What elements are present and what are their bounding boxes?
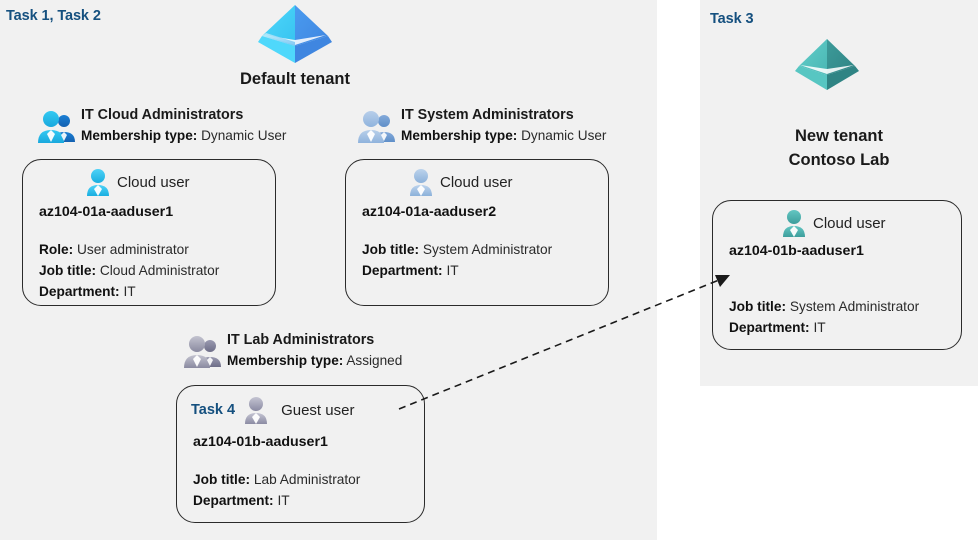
attr-value: User administrator [77,242,189,257]
group-membership-value: Dynamic User [201,127,287,143]
card-header: Cloud user [713,209,961,237]
task-label-3: Task 3 [710,11,754,27]
attr-value: IT [446,262,459,278]
task-label-1-2: Task 1, Task 2 [6,8,101,24]
user-card-az104-01b-aaduser1-cloud[interactable]: Cloud user az104-01b-aaduser1 Job title:… [712,200,962,350]
group-users-icon [358,110,396,144]
new-tenant-title-line1: New tenant [794,127,883,145]
group-users-icon [184,335,222,369]
user-name: az104-01a-aaduser2 [362,204,497,220]
default-tenant-title: Default tenant [239,70,350,88]
attr-job-title: Job title: System Administrator [362,240,608,261]
attr-key: Department: [193,492,274,508]
attr-department: Department: IT [39,282,275,303]
attr-value: Cloud Administrator [99,262,220,278]
group-name: IT Lab Administrators [227,332,375,348]
attr-key: Job title: [39,262,97,278]
attr-key: Job title: [729,299,787,314]
task-label-4: Task 4 [191,402,236,418]
guest-user-icon [243,396,269,424]
user-name: az104-01b-aaduser1 [193,434,328,450]
attr-key: Job title: [362,242,420,257]
user-name: az104-01b-aaduser1 [729,243,864,259]
group-name: IT System Administrators [401,107,574,123]
attr-job-title: Job title: Lab Administrator [193,470,424,491]
default-tenant-icon [256,2,334,66]
attr-department: Department: IT [193,491,424,512]
attr-value: System Administrator [422,242,553,257]
attr-value: Lab Administrator [253,472,361,487]
attr-role: Role: User administrator [39,240,275,261]
user-type-label: Cloud user [117,173,190,191]
new-tenant-icon [793,36,861,94]
attr-key: Department: [729,319,810,335]
group-users-icon [38,110,76,144]
group-it-cloud-administrators: IT Cloud Administrators Membership type:… [38,105,286,146]
cloud-user-icon [781,209,807,237]
attr-job-title: Job title: Cloud Administrator [39,261,275,282]
attr-department: Department: IT [729,318,961,339]
attr-value: IT [813,319,826,335]
card-header: Cloud user [346,168,608,196]
attr-value: IT [123,283,136,299]
attr-value: System Administrator [789,299,920,314]
group-membership-key: Membership type: [81,127,198,143]
group-membership-key: Membership type: [227,352,344,368]
attr-key: Job title: [193,472,251,487]
new-tenant-title: New tenant Contoso Lab [710,125,968,173]
user-card-az104-01a-aaduser2[interactable]: Cloud user az104-01a-aaduser2 Job title:… [345,159,609,306]
attr-key: Department: [362,262,443,278]
user-card-az104-01a-aaduser1[interactable]: Cloud user az104-01a-aaduser1 Role: User… [22,159,276,306]
card-header: Task 4 Guest user [177,396,424,424]
group-membership: Membership type: Dynamic User [81,126,286,146]
group-membership-key: Membership type: [401,127,518,143]
group-membership: Membership type: Assigned [227,351,402,371]
user-type-label: Cloud user [440,173,513,191]
user-attributes: Role: User administrator Job title: Clou… [23,240,275,302]
attr-key: Role: [39,242,74,257]
attr-department: Department: IT [362,261,608,282]
attr-key: Department: [39,283,120,299]
group-it-lab-administrators: IT Lab Administrators Membership type: A… [184,330,402,371]
group-name: IT Cloud Administrators [81,107,244,123]
user-attributes: Job title: System Administrator Departme… [346,240,608,282]
card-header: Cloud user [23,168,275,196]
cloud-user-icon [85,168,111,196]
group-membership-value: Assigned [346,352,403,368]
attr-job-title: Job title: System Administrator [729,297,961,318]
user-name: az104-01a-aaduser1 [39,204,174,220]
group-membership-value: Dynamic User [521,127,607,143]
new-tenant-title-line2: Contoso Lab [788,150,890,169]
user-card-az104-01b-aaduser1-guest[interactable]: Task 4 Guest user az104-01b-aaduser1 Job… [176,385,425,523]
group-membership: Membership type: Dynamic User [401,126,606,146]
cloud-user-icon [408,168,434,196]
user-type-label: Guest user [281,401,355,419]
user-type-label: Cloud user [813,214,886,232]
attr-value: IT [277,492,290,508]
user-attributes: Job title: Lab Administrator Department:… [177,470,424,512]
group-it-system-administrators: IT System Administrators Membership type… [358,105,606,146]
user-attributes: Job title: System Administrator Departme… [713,297,961,339]
